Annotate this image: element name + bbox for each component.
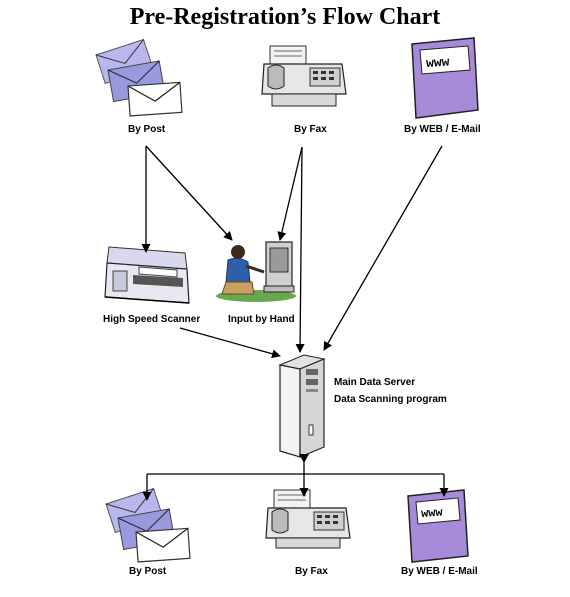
output-web-label: By WEB / E-Mail <box>401 566 478 577</box>
scanner-icon <box>104 246 190 304</box>
hand-input-label: Input by Hand <box>228 314 295 325</box>
person-at-computer-icon <box>216 241 296 302</box>
connector-lines <box>141 145 449 501</box>
source-post-label: By Post <box>128 124 166 135</box>
fax-machine-icon <box>265 489 351 549</box>
arrow-scanner-to-server <box>179 327 281 359</box>
source-web-label: By WEB / E-Mail <box>404 124 481 135</box>
arrow-post-to-hand <box>145 145 233 241</box>
arrow-fax-to-hand <box>277 146 303 241</box>
fax-machine-icon <box>261 45 347 107</box>
server-label-line1: Main Data Server <box>334 377 416 388</box>
www-screen-icon: www <box>407 489 469 563</box>
output-fax-label: By Fax <box>295 566 328 577</box>
server-output-arrowhead <box>299 454 309 463</box>
www-screen-icon: www <box>411 37 479 119</box>
page-title: Pre-Registration’s Flow Chart <box>129 4 441 30</box>
server-tower-icon <box>278 354 326 458</box>
arrow-fax-to-server <box>295 146 305 353</box>
scanner-label: High Speed Scanner <box>103 314 201 325</box>
output-post-label: By Post <box>129 566 167 577</box>
envelope-stack-icon <box>95 38 183 117</box>
server-label-line2: Data Scanning program <box>334 394 447 405</box>
svg-text:www: www <box>421 505 444 521</box>
arrow-web-to-server <box>323 145 443 351</box>
envelope-stack-icon <box>105 487 191 563</box>
source-fax-label: By Fax <box>294 124 327 135</box>
svg-text:www: www <box>426 54 451 71</box>
